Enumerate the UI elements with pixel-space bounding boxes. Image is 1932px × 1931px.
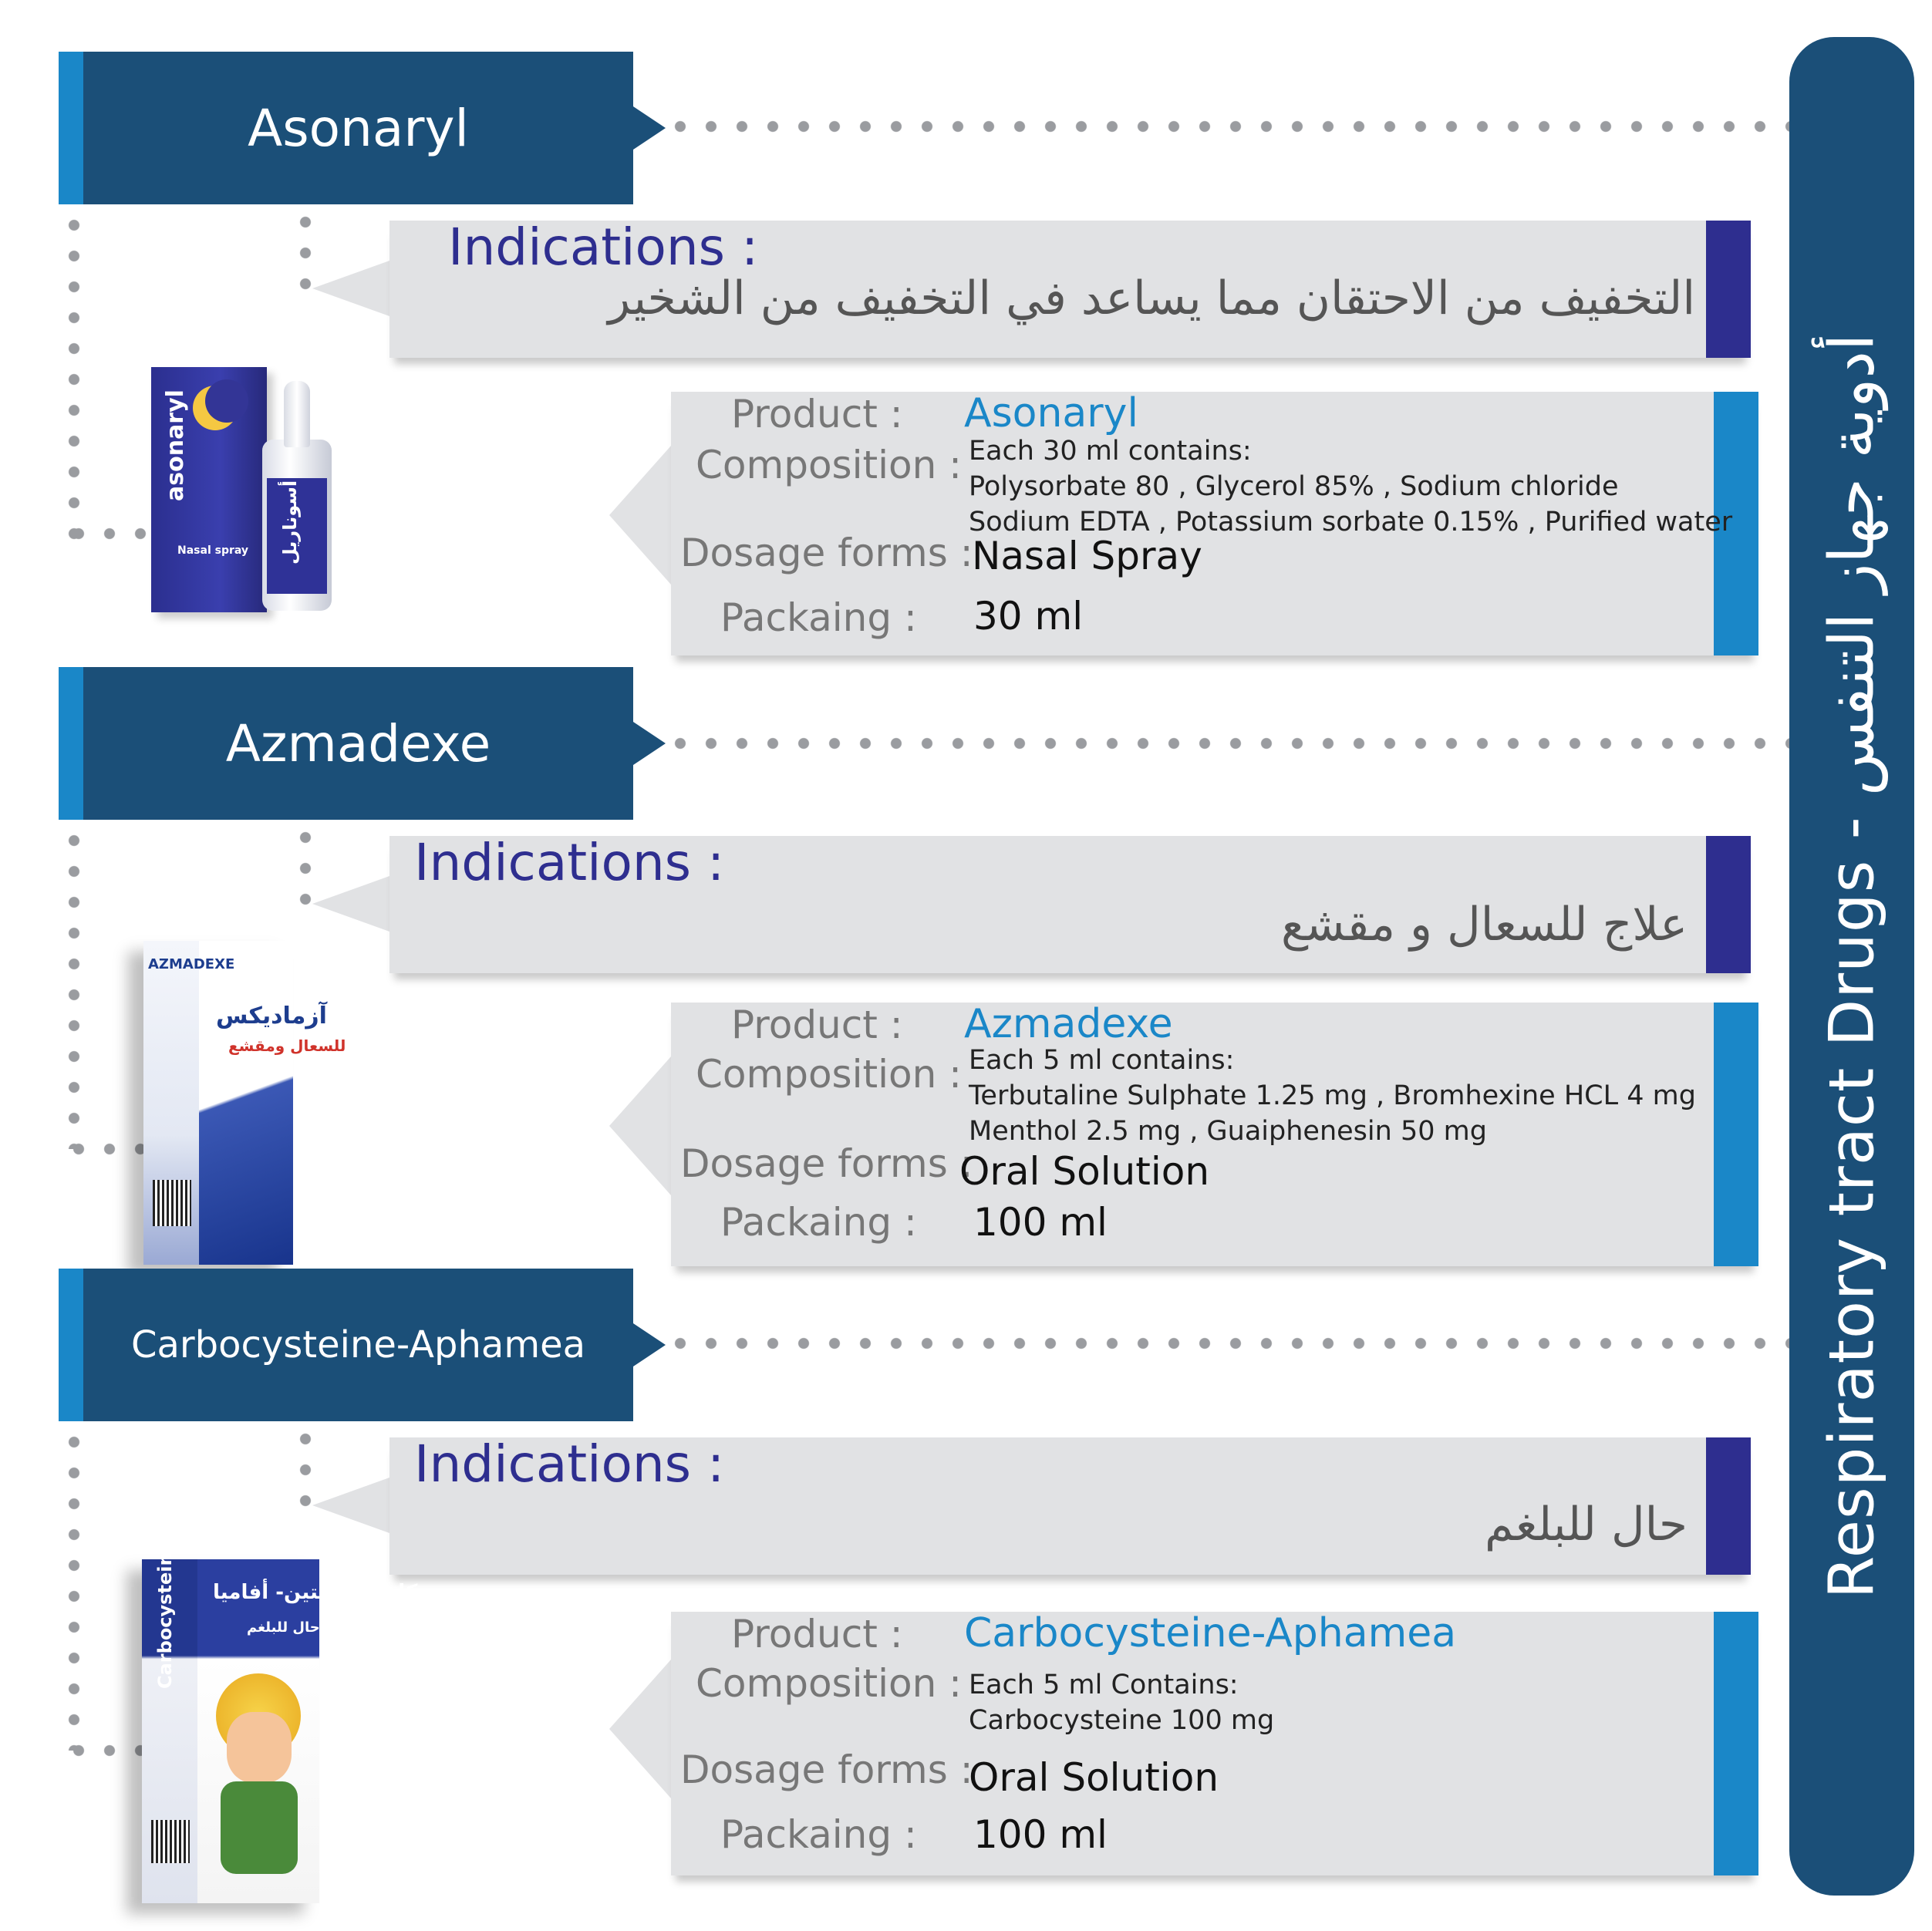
package-subtitle: حال للبلغم	[247, 1619, 320, 1636]
connector-dots	[68, 210, 80, 540]
details-pointer	[609, 446, 671, 585]
indications-accent	[1706, 221, 1751, 358]
connector-dots	[63, 1143, 148, 1155]
connector-dots	[68, 825, 80, 1149]
product-banner: Asonaryl	[59, 52, 666, 204]
composition-text: Each 5 ml Contains: Carbocysteine 100 mg	[969, 1667, 1274, 1738]
banner-title: Asonaryl	[248, 98, 469, 158]
composition-line: Terbutaline Sulphate 1.25 mg , Bromhexin…	[969, 1080, 1696, 1111]
connector-dots	[299, 207, 312, 299]
package-subtitle: للسعال ومقشع	[228, 1036, 346, 1055]
details-accent	[1714, 392, 1758, 655]
package-subtitle: Nasal spray	[177, 544, 249, 557]
dosage-forms-label: Dosage forms :	[680, 531, 973, 575]
product-image-azmadexe: AZMADEXE آزماديكس للسعال ومقشع	[77, 925, 346, 1265]
packaging-label: Packaing :	[720, 1812, 917, 1857]
indications-heading: Indications :	[414, 1434, 725, 1494]
packaging-value: 30 ml	[973, 594, 1084, 639]
dosage-forms-label: Dosage forms :	[680, 1141, 973, 1186]
composition-line: Polysorbate 80 , Glycerol 85% , Sodium c…	[969, 471, 1619, 502]
bottle-label	[267, 478, 327, 594]
connector-dots	[299, 1424, 312, 1516]
package-brand-arabic: أسوناريل	[279, 480, 301, 564]
side-title: Respiratory tract Drugs - أدوية جهاز الت…	[1816, 333, 1888, 1599]
package-brand-arabic: آزماديكس	[216, 1003, 327, 1030]
composition-label: Composition :	[696, 1052, 962, 1097]
composition-text: Each 30 ml contains: Polysorbate 80 , Gl…	[969, 433, 1732, 540]
product-label: Product :	[731, 1003, 903, 1047]
indication-text: التخفيف من الاحتقان مما يساعد في التخفيف…	[608, 271, 1695, 325]
packaging-label: Packaing :	[720, 1200, 917, 1245]
connector-dots	[63, 1744, 148, 1757]
composition-label: Composition :	[696, 443, 962, 487]
product-name: Asonaryl	[964, 390, 1138, 436]
indications-box: Indications : علاج للسعال و مقشع	[389, 833, 1751, 973]
indications-heading: Indications :	[414, 833, 725, 892]
details-pointer	[609, 1660, 671, 1798]
indications-box: Indications : التخفيف من الاحتقان مما يس…	[389, 217, 1751, 358]
indications-heading: Indications :	[448, 217, 759, 277]
side-title-bar	[1789, 37, 1914, 1896]
indications-accent	[1706, 1437, 1751, 1575]
product-name: Carbocysteine-Aphamea	[964, 1610, 1457, 1656]
dosage-form-value: Oral Solution	[959, 1149, 1210, 1194]
package-brand: AZMADEXE	[148, 956, 235, 972]
package-brand: Carbocysteine	[154, 1540, 176, 1689]
indications-pointer	[312, 1478, 389, 1533]
product-banner: Carbocysteine-Aphamea	[59, 1269, 666, 1421]
barcode	[151, 1820, 190, 1863]
packaging-label: Packaing :	[720, 595, 917, 640]
product-details-box: Product : Azmadexe Composition : Each 5 …	[671, 1001, 1758, 1266]
composition-text: Each 5 ml contains: Terbutaline Sulphate…	[969, 1043, 1696, 1149]
connector-dots	[68, 1427, 80, 1751]
product-label: Product :	[731, 1612, 903, 1656]
indications-accent	[1706, 836, 1751, 973]
package-brand: asonaryl	[162, 389, 189, 501]
product-details-box: Product : Carbocysteine-Aphamea Composit…	[671, 1610, 1758, 1875]
product-image-carbocysteine: Carbocysteine كاربوسيستين- أفاميا حال لل…	[77, 1535, 417, 1905]
packaging-value: 100 ml	[973, 1200, 1108, 1245]
indications-pointer	[312, 876, 389, 932]
indications-box: Indications : حال للبلغم	[389, 1434, 1751, 1575]
dosage-form-value: Nasal Spray	[972, 534, 1202, 578]
connector-dots	[299, 822, 312, 915]
product-name: Azmadexe	[964, 1001, 1173, 1047]
package-brand-arabic: كاربوسيستين- أفاميا	[213, 1581, 418, 1604]
packaging-value: 100 ml	[973, 1812, 1108, 1857]
composition-line: Sodium EDTA , Potassium sorbate 0.15% , …	[969, 507, 1733, 538]
moon-shadow	[205, 379, 248, 423]
indication-text: علاج للسعال و مقشع	[1281, 898, 1688, 952]
product-details-box: Product : Asonaryl Composition : Each 30…	[671, 390, 1758, 655]
spray-nozzle	[284, 381, 310, 447]
dosage-form-value: Oral Solution	[969, 1755, 1219, 1800]
composition-line: Each 5 ml Contains:	[969, 1670, 1239, 1700]
connector-dots	[665, 1337, 1789, 1350]
banner-title: Azmadexe	[225, 713, 491, 773]
composition-line: Menthol 2.5 mg , Guaiphenesin 50 mg	[969, 1116, 1487, 1147]
product-banner: Azmadexe	[59, 667, 666, 820]
connector-dots	[63, 527, 148, 540]
composition-line: Each 5 ml contains:	[969, 1045, 1235, 1076]
connector-dots	[665, 120, 1789, 133]
details-pointer	[609, 1056, 671, 1195]
dosage-forms-label: Dosage forms :	[680, 1747, 973, 1792]
details-accent	[1714, 1612, 1758, 1875]
indications-pointer	[312, 261, 389, 316]
barcode	[153, 1180, 191, 1226]
product-label: Product :	[731, 392, 903, 436]
cartoon-child-face	[227, 1712, 292, 1783]
composition-line: Each 30 ml contains:	[969, 436, 1252, 467]
cartoon-child-body	[221, 1781, 298, 1874]
connector-dots	[665, 737, 1789, 750]
composition-label: Composition :	[696, 1661, 962, 1706]
composition-line: Carbocysteine 100 mg	[969, 1705, 1275, 1736]
banner-title: Carbocysteine-Aphamea	[130, 1323, 586, 1367]
product-image-asonaryl: asonaryl Nasal spray أسوناريل	[147, 362, 332, 617]
indication-text: حال للبلغم	[1484, 1498, 1688, 1552]
details-accent	[1714, 1003, 1758, 1266]
